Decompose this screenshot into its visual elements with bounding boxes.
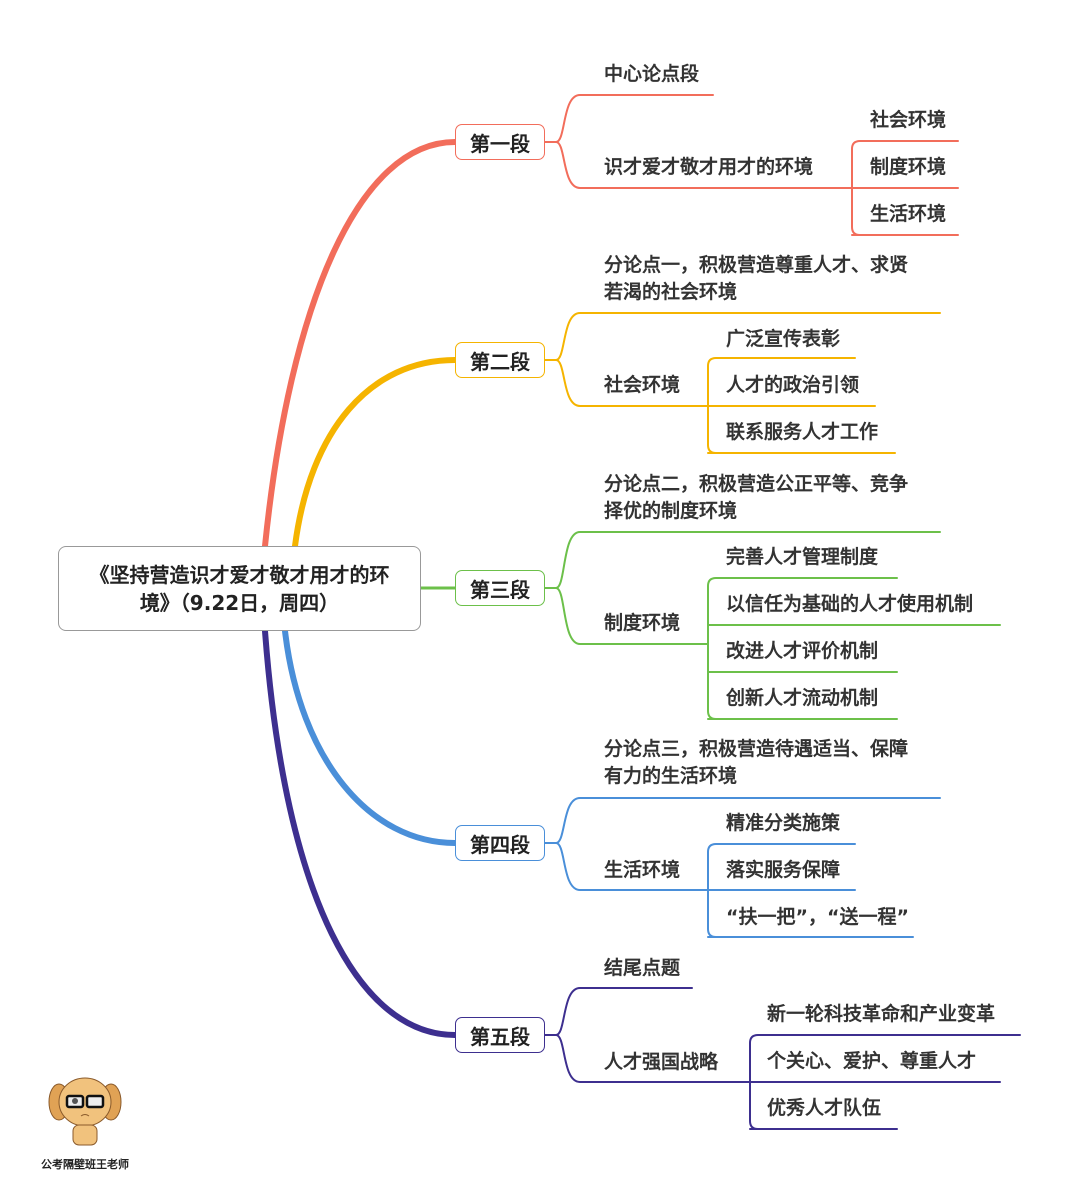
sub-topic[interactable]: 创新人才流动机制 — [726, 687, 879, 709]
dog-mascot-icon — [48, 1077, 122, 1146]
sub-topic[interactable]: 个关心、爱护、尊重人才 — [767, 1050, 977, 1072]
sub-topic[interactable]: 广泛宣传表彰 — [726, 328, 841, 350]
child-topic[interactable]: 分论点一，积极营造尊重人才、求贤 — [604, 254, 909, 276]
branch-line-5 — [262, 628, 458, 1038]
sub-topic[interactable]: 优秀人才队伍 — [767, 1097, 882, 1119]
child-connector — [544, 1034, 751, 1083]
child-topic-line2[interactable]: 有力的生活环境 — [604, 765, 738, 787]
child-topic[interactable]: 生活环境 — [604, 859, 681, 881]
child-topic[interactable]: 制度环境 — [604, 612, 681, 634]
branch-line-4 — [282, 628, 458, 846]
child-connector — [544, 987, 693, 1036]
sub-topic[interactable]: 以信任为基础的人才使用机制 — [726, 593, 974, 615]
section-node-4[interactable]: 第四段 — [455, 825, 545, 861]
root-title-line1: 《坚持营造识才爱才敬才用才的环 — [89, 562, 390, 587]
branch-line-2 — [292, 357, 458, 549]
sub-topic[interactable]: 人才的政治引领 — [726, 374, 860, 396]
sub-topic[interactable]: 完善人才管理制度 — [726, 546, 879, 568]
watermark: 公考隔壁班王老师 — [30, 1070, 140, 1172]
section-node-2[interactable]: 第二段 — [455, 342, 545, 378]
sub-topic[interactable]: 改进人才评价机制 — [726, 640, 879, 662]
child-topic[interactable]: 分论点二，积极营造公正平等、竞争 — [604, 473, 909, 495]
sub-topic[interactable]: 制度环境 — [870, 156, 947, 178]
sub-topic[interactable]: 精准分类施策 — [726, 812, 841, 834]
section-node-3[interactable]: 第三段 — [455, 570, 545, 606]
child-connector — [544, 587, 709, 645]
child-connector — [544, 359, 709, 407]
child-connector — [544, 94, 714, 143]
child-topic[interactable]: 分论点三，积极营造待遇适当、保障 — [604, 738, 909, 760]
branch-line-1 — [262, 139, 458, 549]
child-topic[interactable]: 人才强国战略 — [604, 1051, 719, 1073]
sub-topic[interactable]: 生活环境 — [870, 203, 947, 225]
section-node-1[interactable]: 第一段 — [455, 124, 545, 160]
child-topic[interactable]: 结尾点题 — [604, 957, 681, 979]
child-topic[interactable]: 识才爱才敬才用才的环境 — [604, 156, 814, 178]
watermark-caption: 公考隔壁班王老师 — [41, 1158, 129, 1171]
child-connector — [544, 842, 709, 891]
child-topic-line2[interactable]: 择优的制度环境 — [604, 500, 738, 522]
section-node-5[interactable]: 第五段 — [455, 1017, 545, 1053]
child-connector — [544, 141, 853, 189]
child-topic[interactable]: 中心论点段 — [604, 63, 700, 85]
root-title-line2: 境》（9.22日，周四） — [139, 590, 340, 615]
sub-topic[interactable]: 新一轮科技革命和产业变革 — [767, 1003, 996, 1025]
sub-topic[interactable]: 落实服务保障 — [726, 859, 841, 881]
sub-topic[interactable]: 社会环境 — [870, 109, 947, 131]
child-topic-line2[interactable]: 若渴的社会环境 — [604, 281, 738, 303]
root-topic[interactable]: 《坚持营造识才爱才敬才用才的环 境》（9.22日，周四） — [58, 546, 421, 631]
child-topic[interactable]: 社会环境 — [604, 374, 681, 396]
sub-topic[interactable]: 联系服务人才工作 — [726, 421, 879, 443]
sub-topic[interactable]: “扶一把”，“送一程” — [726, 906, 909, 928]
